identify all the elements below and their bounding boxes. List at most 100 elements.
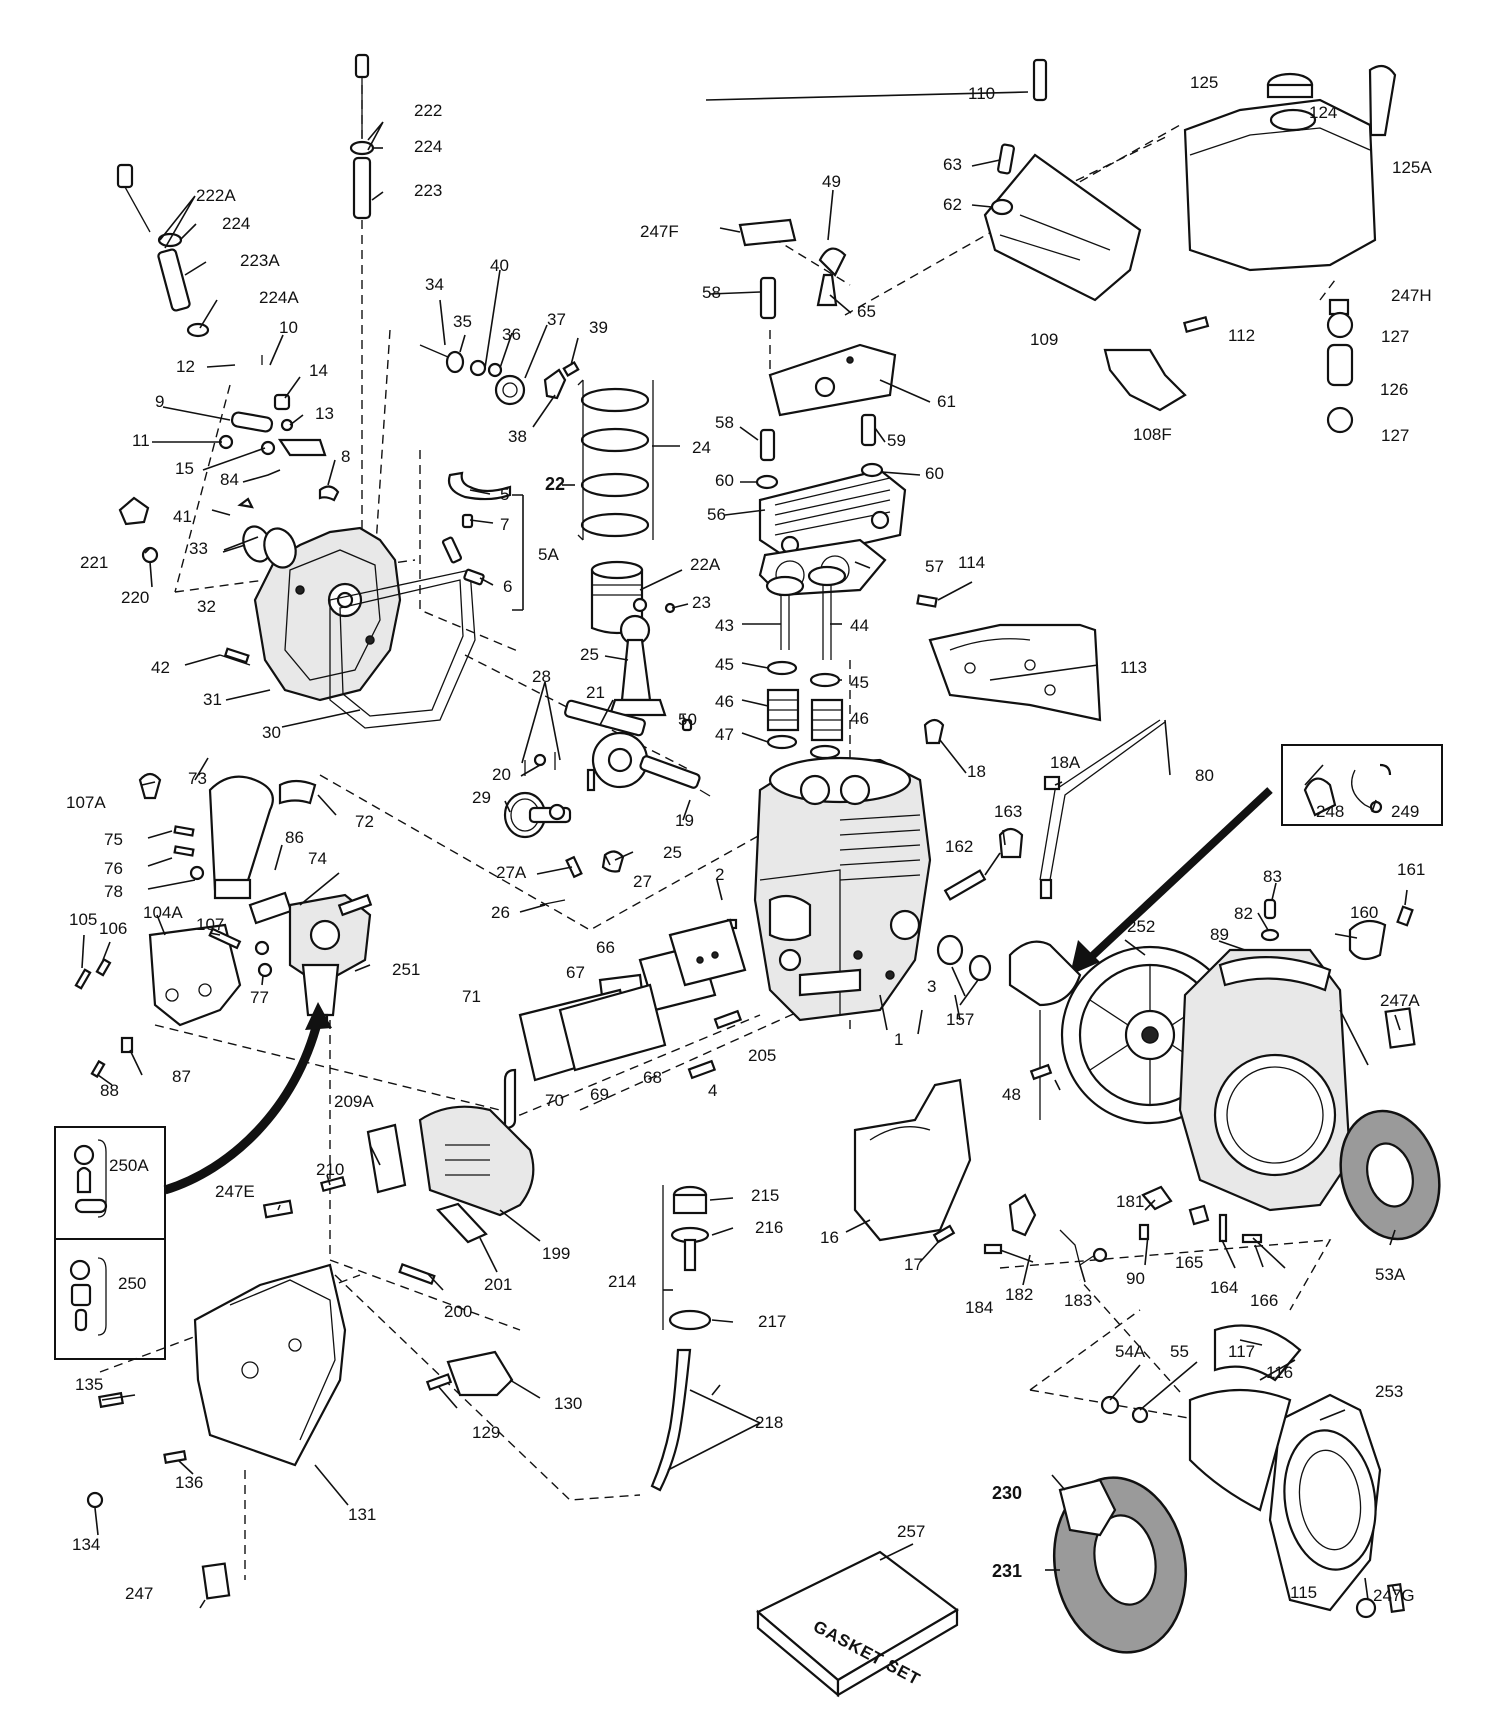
- callout-44: 44: [850, 616, 869, 635]
- callout-43: 43: [715, 616, 734, 635]
- callout-38: 38: [508, 427, 527, 446]
- callout-109: 109: [1030, 330, 1058, 349]
- callout-127-bottom: 127: [1381, 426, 1409, 445]
- callout-163: 163: [994, 802, 1022, 821]
- governor-linkage-parts: [218, 355, 340, 502]
- callout-182: 182: [1005, 1285, 1033, 1304]
- callout-45-right: 45: [850, 673, 869, 692]
- callout-4: 4: [708, 1081, 717, 1100]
- callout-210: 210: [316, 1160, 344, 1179]
- callout-82: 82: [1234, 904, 1253, 923]
- callout-130: 130: [554, 1394, 582, 1413]
- callout-53a: 53A: [1375, 1265, 1406, 1284]
- callout-66: 66: [596, 938, 615, 957]
- callout-76: 76: [104, 859, 123, 878]
- callout-199: 199: [542, 1244, 570, 1263]
- callout-200: 200: [444, 1302, 472, 1321]
- callout-13: 13: [315, 404, 334, 423]
- bracket-113: [916, 594, 1102, 722]
- callout-15: 15: [175, 459, 194, 478]
- callout-63: 63: [943, 155, 962, 174]
- engine-block: [726, 756, 932, 1022]
- callout-12: 12: [176, 357, 195, 376]
- callout-89: 89: [1210, 925, 1229, 944]
- callout-58-mid: 58: [715, 413, 734, 432]
- callout-18: 18: [967, 762, 986, 781]
- carburetor-assembly: [208, 775, 373, 1027]
- callout-22: 22: [545, 474, 565, 494]
- callout-27a: 27A: [496, 863, 527, 882]
- callout-222a: 222A: [196, 186, 236, 205]
- valve-cover-parts: [503, 918, 747, 1130]
- callout-35: 35: [453, 312, 472, 331]
- heat-shield-109: [983, 58, 1210, 412]
- callout-80: 80: [1195, 766, 1214, 785]
- callout-161: 161: [1397, 860, 1425, 879]
- gasket-set-box: GASKET SET: [756, 1550, 959, 1698]
- callout-247f: 247F: [640, 222, 679, 241]
- callout-33: 33: [189, 539, 208, 558]
- callout-214: 214: [608, 1272, 636, 1291]
- callout-247a: 247A: [1380, 991, 1420, 1010]
- callout-113: 113: [1120, 658, 1147, 677]
- callout-7: 7: [500, 515, 509, 534]
- callout-labels: 1 2 3 4 5 5A 6 7 8 9 10 11 12 13 14 15 1…: [66, 73, 1432, 1605]
- callout-220: 220: [121, 588, 149, 607]
- callout-125: 125: [1190, 73, 1218, 92]
- callout-74: 74: [308, 849, 327, 868]
- callout-55: 55: [1170, 1342, 1189, 1361]
- control-bracket-assembly: [74, 772, 273, 1079]
- piston-and-rings: [577, 379, 676, 635]
- callout-107a: 107A: [66, 793, 106, 812]
- callout-224a: 224A: [259, 288, 299, 307]
- callout-115: 115: [1290, 1583, 1317, 1602]
- callout-17: 17: [904, 1255, 923, 1274]
- callout-14: 14: [309, 361, 328, 380]
- callout-222: 222: [414, 101, 442, 120]
- valves-and-springs: [765, 565, 847, 760]
- callout-131: 131: [348, 1505, 376, 1524]
- callout-126: 126: [1380, 380, 1408, 399]
- callout-16: 16: [820, 1228, 839, 1247]
- callout-30: 30: [262, 723, 281, 742]
- starter-pulley-253: [1100, 1324, 1405, 1619]
- callout-5a: 5A: [538, 545, 559, 564]
- callout-201: 201: [484, 1275, 512, 1294]
- callout-110: 110: [968, 84, 995, 103]
- callout-209a: 209A: [334, 1092, 374, 1111]
- callout-250a: 250A: [109, 1156, 149, 1175]
- callout-39: 39: [589, 318, 608, 337]
- leader-lines: [81, 91, 1408, 1609]
- callout-8: 8: [341, 447, 350, 466]
- callout-183: 183: [1064, 1291, 1092, 1310]
- callout-162: 162: [945, 837, 973, 856]
- callout-46-left: 46: [715, 692, 734, 711]
- callout-86: 86: [285, 828, 304, 847]
- callout-224-top: 224: [414, 137, 442, 156]
- callout-250: 250: [118, 1274, 146, 1293]
- callout-249: 249: [1391, 802, 1419, 821]
- camshaft: [503, 718, 693, 906]
- callout-57: 57: [925, 557, 944, 576]
- callout-29: 29: [472, 788, 491, 807]
- callout-60-right: 60: [925, 464, 944, 483]
- callout-68: 68: [643, 1068, 662, 1087]
- callout-78: 78: [104, 882, 123, 901]
- callout-135: 135: [75, 1375, 103, 1394]
- callout-218: 218: [755, 1413, 783, 1432]
- callout-114: 114: [958, 553, 985, 572]
- callout-127-top: 127: [1381, 327, 1409, 346]
- crankshaft: [564, 699, 711, 797]
- base-plate-16: [853, 1078, 972, 1244]
- callout-181: 181: [1116, 1192, 1144, 1211]
- callout-112: 112: [1228, 326, 1255, 345]
- callout-59: 59: [887, 431, 906, 450]
- callout-125a: 125A: [1392, 158, 1432, 177]
- callout-34: 34: [425, 275, 444, 294]
- callout-75: 75: [104, 830, 123, 849]
- callout-224-left: 224: [222, 214, 250, 233]
- callout-50: 50: [678, 710, 697, 729]
- callout-223: 223: [414, 181, 442, 200]
- callout-28: 28: [532, 667, 551, 686]
- crankcase-cover: [118, 496, 476, 729]
